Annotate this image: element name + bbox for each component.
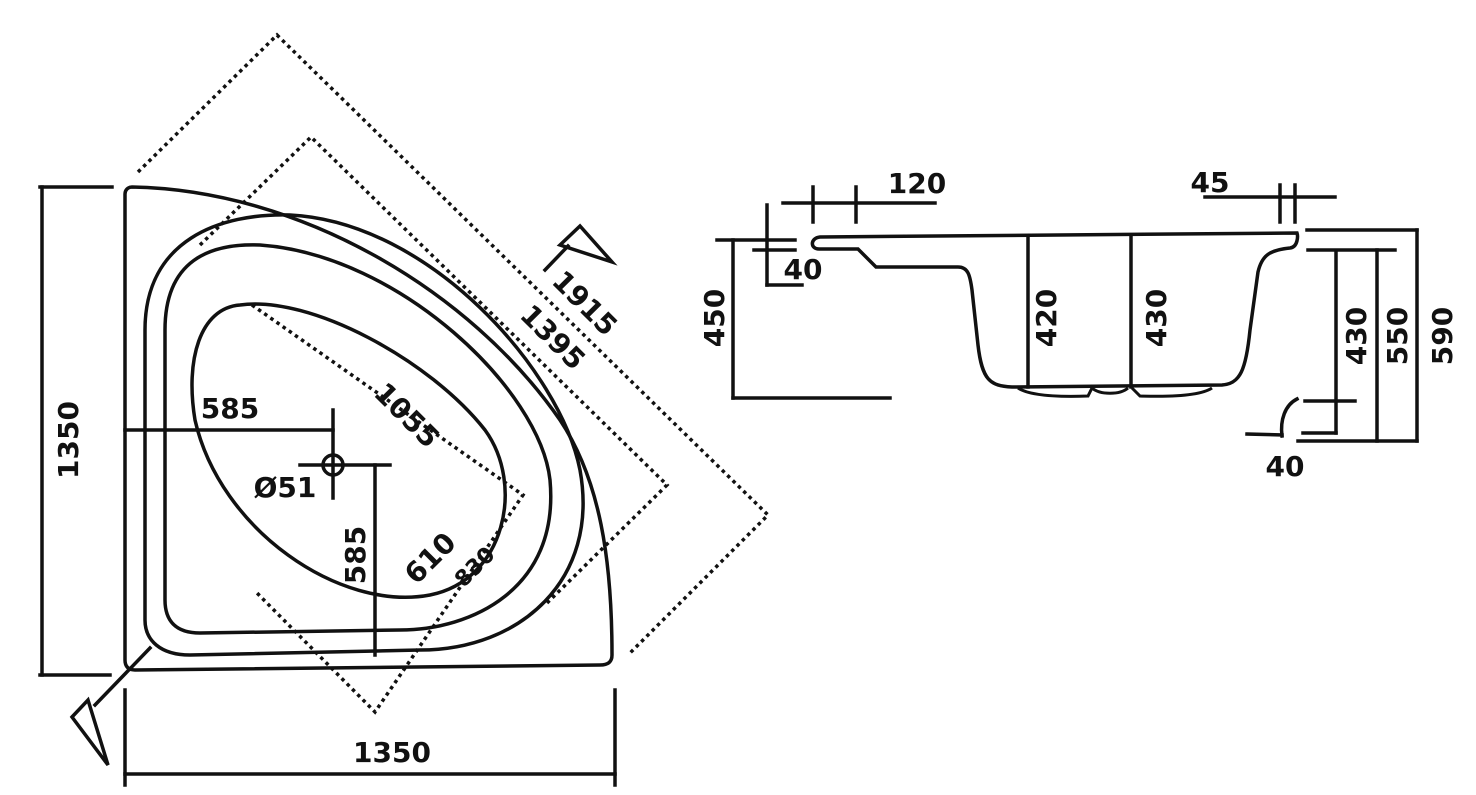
drain-height-label: 430 xyxy=(1340,307,1373,365)
drain-offset-x-label: 585 xyxy=(201,392,259,425)
section-arrow-top-icon xyxy=(556,223,618,266)
rim-width-label: 120 xyxy=(888,167,946,200)
drain-hole-icon xyxy=(321,453,345,477)
plan-view: 1350 1350 585 585 Ø51 1055 610 830 1915 … xyxy=(38,32,771,787)
basin-width-label: 610 xyxy=(398,526,463,591)
tub-inner-contour xyxy=(163,243,553,635)
tub-basin-contour xyxy=(190,302,507,599)
drain-offset-label: 40 xyxy=(1266,450,1305,483)
tub-foot-right xyxy=(1130,386,1213,398)
height-left-label: 450 xyxy=(698,289,731,347)
drain-pipe-icon xyxy=(1279,396,1300,438)
tub-section-outline xyxy=(810,231,1300,389)
tub-foot-left xyxy=(1017,386,1094,398)
depth-center-left-label: 420 xyxy=(1030,289,1063,347)
total-height-label: 590 xyxy=(1426,307,1459,365)
depth-center-right-label: 430 xyxy=(1140,289,1173,347)
drain-40-line xyxy=(1245,432,1284,437)
outer-diagonal-dotted-outline xyxy=(136,32,771,657)
section-marker-bottom-line xyxy=(92,645,153,708)
drain-diameter-label: Ø51 xyxy=(254,471,317,504)
section-marker-top-line xyxy=(542,243,571,273)
rim-edge-label: 45 xyxy=(1191,166,1230,199)
width-label: 1350 xyxy=(353,736,431,769)
section-view: 120 40 450 420 430 45 430 550 590 40 xyxy=(698,166,1459,483)
rim-thickness-left-label: 40 xyxy=(784,253,823,286)
depth-label: 1350 xyxy=(52,401,85,479)
tub-foot-center xyxy=(1091,386,1129,395)
basin-length-label: 1055 xyxy=(367,376,445,454)
section-arrow-bottom-icon xyxy=(69,696,110,767)
drain-offset-y-label: 585 xyxy=(339,526,372,584)
tub-outer-shell xyxy=(123,185,614,672)
total-inner-height-label: 550 xyxy=(1381,307,1414,365)
tub-rim-contour xyxy=(143,213,585,657)
